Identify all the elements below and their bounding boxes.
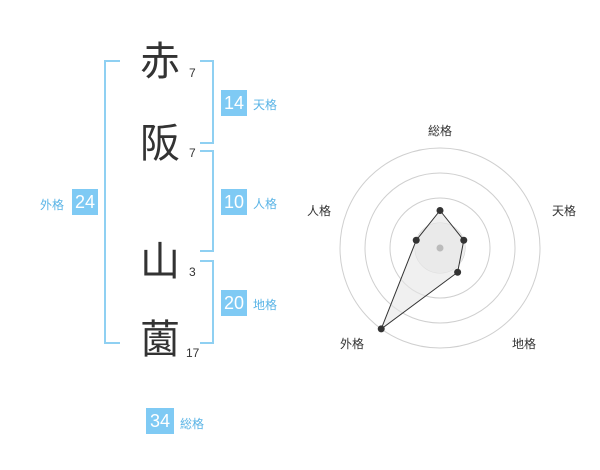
chikaku-bracket — [200, 260, 214, 344]
radar-center — [436, 244, 444, 252]
tenkaku-value: 14 — [221, 90, 247, 116]
chikaku-value: 20 — [221, 290, 247, 316]
radar-ring — [339, 147, 541, 349]
soukaku-value: 34 — [146, 408, 174, 434]
radar-label-chikaku: 地格 — [512, 337, 537, 351]
radar-polygon — [380, 209, 465, 331]
gaikaku-value: 24 — [72, 189, 98, 215]
radar-label-jinkaku: 人格 — [307, 204, 332, 218]
stroke-count-3: 3 — [189, 265, 196, 279]
stroke-count-2: 7 — [189, 146, 196, 160]
radar-label-tenkaku: 天格 — [552, 204, 577, 218]
gaikaku-bracket — [104, 60, 120, 344]
radar-point — [454, 268, 462, 276]
stroke-count-4: 17 — [186, 346, 200, 360]
radar-point — [460, 236, 468, 244]
radar-point — [377, 325, 385, 333]
name-char-2: 阪 — [140, 121, 180, 167]
radar-point — [436, 207, 444, 214]
radar-point — [412, 236, 420, 244]
jinkaku-label: 人格 — [253, 197, 278, 211]
radar-ring — [364, 172, 516, 324]
chikaku-label: 地格 — [253, 298, 278, 312]
jinkaku-bracket — [200, 150, 214, 252]
name-char-1: 赤 — [140, 39, 180, 85]
stroke-count-1: 7 — [189, 66, 196, 80]
tenkaku-bracket — [200, 60, 214, 144]
gaikaku-label: 外格 — [40, 198, 65, 212]
jinkaku-value: 10 — [221, 189, 247, 215]
radar-ring — [389, 197, 491, 299]
radar-label-soukaku: 総格 — [428, 124, 453, 138]
tenkaku-label: 天格 — [253, 98, 278, 112]
name-char-3: 山 — [140, 239, 180, 285]
name-char-4: 薗 — [140, 317, 180, 363]
soukaku-label: 総格 — [180, 417, 205, 431]
radar-label-gaikaku: 外格 — [340, 337, 365, 351]
